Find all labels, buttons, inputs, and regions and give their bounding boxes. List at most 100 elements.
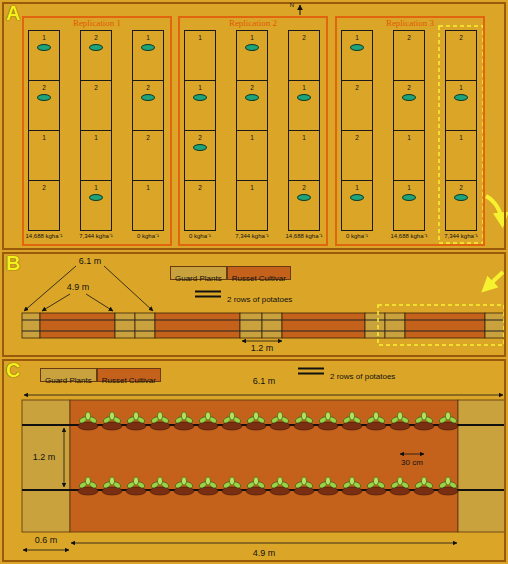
leaf — [301, 477, 306, 485]
leaf — [421, 477, 426, 485]
plot-number: 1 — [133, 34, 163, 42]
plot-number: 2 — [185, 134, 215, 142]
plot-number: 2 — [394, 84, 424, 92]
legend-text: 2 rows of potatoes — [330, 372, 395, 381]
rate-label: 0 kgha⁻¹ — [346, 233, 368, 240]
plot-cell: 1 — [80, 130, 112, 181]
dimension-label: 4.9 m — [253, 548, 276, 558]
panel-frame: C — [2, 359, 506, 562]
leaf — [277, 477, 282, 485]
zoom-arrow — [486, 196, 502, 222]
sample-marker — [402, 94, 416, 101]
plot-number: 1 — [133, 184, 163, 192]
sample-marker — [297, 194, 311, 201]
plot-cell: 1 — [341, 180, 373, 231]
legend-text: Russet Cultivar — [232, 274, 286, 283]
leaf — [133, 412, 138, 420]
row-sample-line — [195, 291, 221, 293]
sample-marker — [141, 44, 155, 51]
plot-cell: 2 — [341, 130, 373, 181]
plot-cell: 1 — [236, 30, 268, 81]
panel-letter: A — [6, 1, 20, 25]
leaf — [301, 412, 306, 420]
legend-swatch: Guard Plants — [40, 368, 97, 382]
dimension-label: 6.1 m — [79, 256, 102, 266]
plot-cell: 2 — [28, 80, 60, 131]
leaf — [253, 477, 258, 485]
plot-number: 1 — [289, 84, 319, 92]
north-label: N — [290, 2, 294, 9]
plot-cell: 2 — [80, 80, 112, 131]
sample-marker — [245, 44, 259, 51]
leaf — [85, 412, 90, 420]
panel-frame: AReplication 1121222112211Replication 21… — [2, 2, 506, 250]
plot-cell: 2 — [28, 180, 60, 231]
leaf — [157, 412, 162, 420]
dimension-label: 1.2 m — [251, 343, 274, 353]
leaf — [325, 412, 330, 420]
leaf — [349, 477, 354, 485]
plot-cell: 1 — [184, 80, 216, 131]
plot-cell: 1 — [445, 80, 477, 131]
plot-number: 2 — [133, 84, 163, 92]
plot-number: 1 — [342, 184, 372, 192]
leaf — [181, 477, 186, 485]
row-sample-line — [298, 373, 324, 375]
plot-cell: 1 — [393, 180, 425, 231]
leaf — [349, 412, 354, 420]
leaf — [181, 412, 186, 420]
rate-label: 0 kgha⁻¹ — [137, 233, 159, 240]
plot-number: 1 — [394, 134, 424, 142]
highlight-box — [439, 26, 483, 243]
plot-number: 2 — [237, 84, 267, 92]
plot-detail — [22, 400, 505, 532]
sample-marker — [193, 94, 207, 101]
sample-marker — [350, 194, 364, 201]
plot-cell: 1 — [28, 30, 60, 81]
plot-cell: 1 — [236, 130, 268, 181]
dimension-label: 30 cm — [401, 458, 423, 467]
plot-number: 2 — [29, 84, 59, 92]
plot-number: 1 — [342, 34, 372, 42]
plot-cell: 2 — [445, 30, 477, 81]
plot-cell: 2 — [393, 30, 425, 81]
plot-cell: 1 — [80, 180, 112, 231]
zoom-arrow — [486, 272, 503, 288]
sample-marker — [193, 144, 207, 151]
plot-number: 1 — [185, 84, 215, 92]
leaf — [397, 477, 402, 485]
plot-number: 1 — [394, 184, 424, 192]
plot-cell: 2 — [184, 130, 216, 181]
legend-item: 2 rows of potatoes — [195, 288, 292, 300]
replication-heading: Replication 1 — [24, 18, 170, 29]
plot-cell: 1 — [288, 80, 320, 131]
leaf — [397, 412, 402, 420]
row-sample-line — [195, 296, 221, 298]
rate-label: 14,688 kgha⁻¹ — [285, 233, 322, 240]
rate-label: 7,344 kgha⁻¹ — [235, 233, 269, 240]
plot-cell: 2 — [132, 80, 164, 131]
sample-marker — [402, 194, 416, 201]
plot-number: 2 — [81, 84, 111, 92]
plot-number: 1 — [446, 84, 476, 92]
replication-heading: Replication 2 — [180, 18, 326, 29]
sample-marker — [454, 94, 468, 101]
plot-number: 2 — [446, 34, 476, 42]
plot-cell: 2 — [184, 180, 216, 231]
legend-text: 2 rows of potatoes — [227, 295, 292, 304]
dimension-label: 4.9 m — [67, 282, 90, 292]
row-sample — [195, 289, 221, 299]
potato-row — [22, 319, 505, 320]
rate-label: 7,344 kgha⁻¹ — [79, 233, 113, 240]
highlight-box — [378, 305, 504, 345]
plot-number: 2 — [289, 184, 319, 192]
plot-number: 2 — [394, 34, 424, 42]
legend-text: Russet Cultivar — [102, 376, 156, 385]
plot-cell: 1 — [28, 130, 60, 181]
plot-number: 2 — [185, 184, 215, 192]
plot-number: 1 — [185, 34, 215, 42]
plot-cell: 2 — [132, 130, 164, 181]
plot-cell: 2 — [288, 180, 320, 231]
plot-number: 1 — [289, 134, 319, 142]
plot-number: 1 — [29, 134, 59, 142]
